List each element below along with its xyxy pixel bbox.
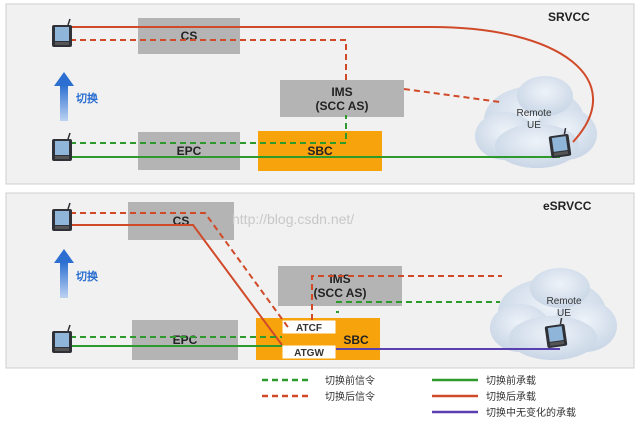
- sbc-node-label: SBC: [307, 144, 333, 158]
- panel-srvcc-title: SRVCC: [548, 10, 590, 24]
- cs-node-box: [138, 18, 240, 54]
- ims-node-label-2-line2: (SCC AS): [314, 286, 367, 300]
- remote-ue-2-label-line2: UE: [557, 308, 571, 319]
- epc-node-label: EPC: [177, 144, 202, 158]
- ims-node-box-2: [278, 266, 402, 306]
- remote-ue-label-line2: UE: [527, 120, 541, 131]
- atgw-node-box: [281, 344, 337, 360]
- ims-node-label-2-line1: IMS: [329, 272, 350, 286]
- sbc-node-label-2: SBC: [343, 333, 369, 347]
- handover-arrow-icon: [54, 72, 74, 121]
- atcf-node-label: ATCF: [296, 323, 322, 334]
- cs-node-box-2: [128, 202, 234, 240]
- epc-node-box: [138, 132, 240, 170]
- epc-node-label-2: EPC: [173, 333, 198, 347]
- handover-label: 切换: [76, 91, 99, 105]
- legend: 切换前信令 切换后信令 切换前承载 切换后承载 切换中无变化的承载: [262, 374, 576, 419]
- ims-node-label-line1: IMS: [331, 85, 352, 99]
- atgw-node-label: ATGW: [294, 348, 324, 359]
- epc-node-box-2: [132, 320, 238, 360]
- ims-node-box: [280, 80, 404, 117]
- ims-node-label-line2: (SCC AS): [316, 99, 369, 113]
- panel-srvcc: SRVCC Remote UE CS IMS (SCC AS) EPC SBC: [5, 3, 635, 185]
- after-bearer-line-2: [70, 224, 283, 346]
- legend-label-before-bearer: 切换前承载: [486, 374, 536, 387]
- handover-arrow-icon-2: [54, 249, 74, 298]
- watermark-text: http://blog.csdn.net/: [232, 211, 354, 227]
- atcf-node-box: [281, 319, 337, 335]
- legend-label-after-bearer: 切换后承载: [486, 390, 536, 403]
- after-signal-line-cs-ims: [70, 39, 347, 83]
- sbc-node-box: [258, 131, 382, 171]
- legend-label-before-signal: 切换前信令: [325, 374, 375, 387]
- handover-label-2: 切换: [76, 269, 99, 283]
- after-signal-line-ims-ue: [403, 88, 501, 103]
- after-bearer-line: [70, 26, 594, 143]
- panel-esrvcc: eSRVCC Remote UE CS IMS (SCC AS) EPC SBC…: [5, 192, 635, 369]
- legend-label-unchanged-bearer: 切换中无变化的承载: [486, 406, 576, 419]
- after-signal-line-2: [70, 212, 291, 331]
- remote-ue-cloud-2: [490, 268, 617, 360]
- legend-label-after-signal: 切换后信令: [325, 390, 375, 403]
- remote-ue-label-line1: Remote: [516, 108, 551, 119]
- before-signal-line: [70, 115, 347, 144]
- remote-ue-2-label-line1: Remote: [546, 296, 581, 307]
- panel-esrvcc-title: eSRVCC: [543, 199, 592, 213]
- after-signal-line-ims-ue-2: [311, 275, 502, 320]
